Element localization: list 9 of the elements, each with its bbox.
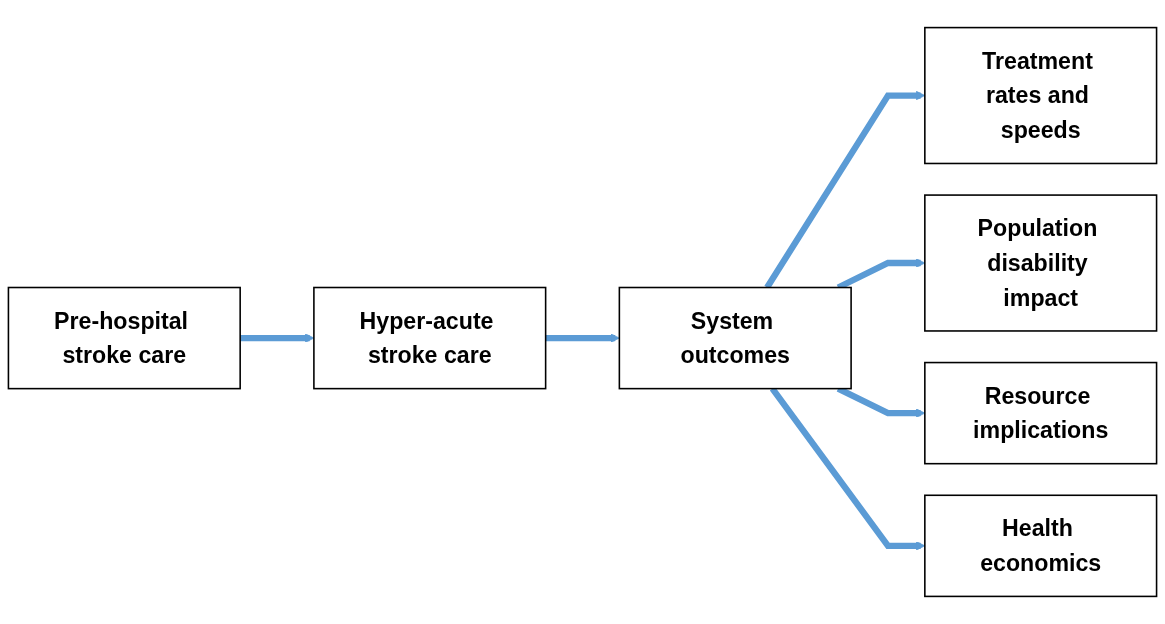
node-box: Pre-hospital stroke care bbox=[7, 286, 241, 390]
node-box: Population disability impact bbox=[924, 194, 1158, 332]
node-box: Treatment rates and speeds bbox=[924, 26, 1158, 165]
arrow bbox=[545, 333, 620, 343]
node-box: Hyper-acute stroke care bbox=[313, 286, 547, 390]
node-box: System outcomes bbox=[618, 286, 852, 390]
node-box: Resource implications bbox=[924, 361, 1158, 465]
arrow bbox=[240, 333, 315, 343]
node-box: Health economics bbox=[924, 494, 1158, 598]
